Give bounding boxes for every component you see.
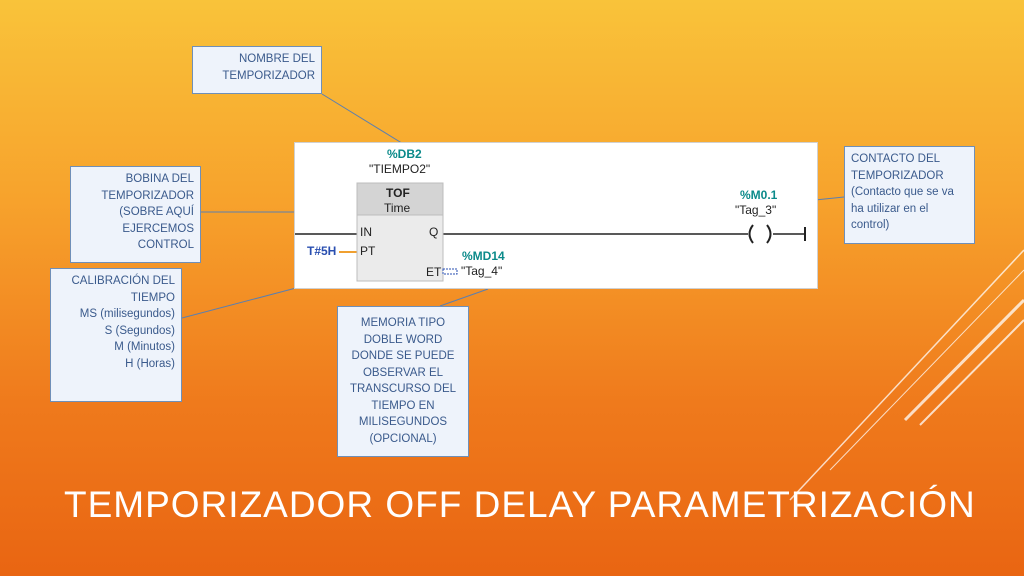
callout-bobina-temporizador: BOBINA DEL TEMPORIZADOR (SOBRE AQUÍ EJER… xyxy=(70,166,201,263)
callout-text: TIEMPO EN xyxy=(371,399,435,412)
callout-text: TEMPORIZADOR xyxy=(851,169,944,182)
callout-nombre-temporizador: NOMBRE DEL TEMPORIZADOR xyxy=(192,46,322,94)
et-output-wire xyxy=(442,268,458,275)
callout-text: CONTROL xyxy=(137,239,194,251)
block-type: TOF xyxy=(386,186,410,200)
callout-text: TRANSCURSO DEL xyxy=(349,383,457,395)
pin-et: ET xyxy=(426,265,442,279)
callout-text: (SOBRE AQUÍ xyxy=(119,206,194,218)
pin-in: IN xyxy=(360,225,372,239)
callout-text: control) xyxy=(851,219,890,231)
callout-text: TEMPORIZADOR xyxy=(101,189,194,202)
callout-text: DOBLE WORD xyxy=(363,333,443,346)
callout-text: EJERCEMOS xyxy=(122,222,194,235)
coil-left-paren xyxy=(748,224,754,244)
ladder-wiring xyxy=(295,182,806,282)
callout-text: CONTACTO DEL xyxy=(851,153,941,165)
callout-text: MEMORIA TIPO xyxy=(360,317,446,329)
callout-text: DONDE SE PUEDE xyxy=(351,350,455,362)
tof-block-header xyxy=(356,182,444,216)
callout-contacto-temporizador: CONTACTO DEL TEMPORIZADOR (Contacto que … xyxy=(844,146,975,244)
pin-pt: PT xyxy=(360,244,376,258)
callout-text: TIEMPO xyxy=(130,291,175,304)
ladder-diagram: %DB2 "TIEMPO2" TOF Time IN PT Q ET T#5H … xyxy=(294,142,818,289)
callout-text: OBSERVAR EL xyxy=(362,366,444,379)
et-address: %MD14 xyxy=(462,249,505,263)
callout-text: BOBINA DEL xyxy=(125,173,194,185)
et-tag[interactable]: "Tag_4" xyxy=(461,264,503,278)
callout-text: CALIBRACIÓN DEL xyxy=(71,275,175,287)
block-subtype: Time xyxy=(384,201,411,215)
callout-text: MS (milisegundos) xyxy=(79,308,175,320)
callout-calibracion-tiempo: CALIBRACIÓN DEL TIEMPO MS (milisegundos)… xyxy=(50,268,182,402)
callout-text: (Contacto que se va xyxy=(851,186,954,198)
coil-right-paren xyxy=(766,224,772,244)
callout-text: H (Horas) xyxy=(125,357,175,370)
coil-tag[interactable]: "Tag_3" xyxy=(735,203,777,217)
callout-text: S (Segundos) xyxy=(104,324,175,337)
block-name: "TIEMPO2" xyxy=(369,162,431,176)
callout-text: (OPCIONAL) xyxy=(369,432,437,445)
callout-memoria-doble-word: MEMORIA TIPO DOBLE WORD DONDE SE PUEDE O… xyxy=(337,306,469,457)
pt-value[interactable]: T#5H xyxy=(307,244,337,258)
callout-text: ha utilizar en el xyxy=(851,202,929,215)
block-address: %DB2 xyxy=(387,147,422,161)
callout-text: NOMBRE DEL xyxy=(238,53,315,65)
slide-title: TEMPORIZADOR OFF DELAY PARAMETRIZACIÓN xyxy=(64,484,976,525)
callout-text: M (Minutos) xyxy=(114,341,175,353)
callout-text: MILISEGUNDOS xyxy=(358,416,448,428)
callout-text: TEMPORIZADOR xyxy=(222,69,315,82)
coil-address: %M0.1 xyxy=(740,188,778,202)
pin-q: Q xyxy=(429,225,439,239)
